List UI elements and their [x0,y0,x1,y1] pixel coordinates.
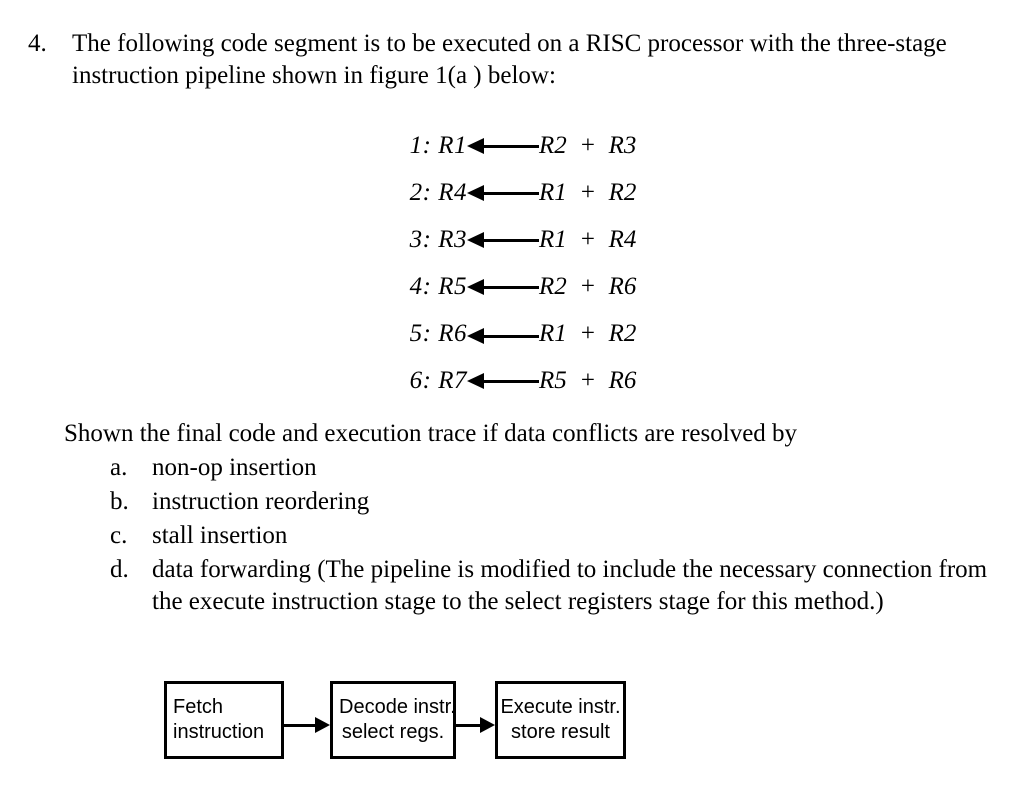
arrow-right-icon [284,716,330,736]
code-line: 6: R7 R5 + R6 [0,357,1024,404]
list-item-letter: d. [110,556,129,583]
pipeline-stage-execute: Execute instr. store result [495,681,626,759]
code-destination: 4: R5 [409,272,467,300]
list-item: b. instruction reordering [110,486,1000,518]
list-item: a. non-op insertion [110,452,1000,484]
code-expression: R2 + R3 [539,131,637,159]
code-destination: 2: R4 [409,178,467,206]
list-item-label: instruction reordering [152,488,370,515]
left-arrow-icon [467,136,539,156]
answer-list: a. non-op insertion b. instruction reord… [110,452,1000,620]
code-line: 5: R6 R1 + R2 [0,310,1024,357]
question-text: The following code segment is to be exec… [72,30,947,89]
code-line: 2: R4 R1 + R2 [0,169,1024,216]
pipeline-diagram: Fetch instruction Decode instr. select r… [164,681,634,771]
stage-label-line1: Execute instr. [500,696,621,718]
left-arrow-icon [467,371,539,391]
code-destination: 3: R3 [409,225,467,253]
code-expression: R1 + R4 [539,225,637,253]
code-line: 4: R5 R2 + R6 [0,263,1024,310]
list-item-label: stall insertion [152,522,288,549]
left-arrow-icon [467,183,539,203]
code-line: 3: R3 R1 + R4 [0,216,1024,263]
pipeline-stage-fetch: Fetch instruction [164,681,284,759]
code-line: 1: R1 R2 + R3 [0,122,1024,169]
list-item: d. data forwarding (The pipeline is modi… [110,554,1000,618]
question-block: 4. The following code segment is to be e… [28,28,1003,92]
stage-label-line1: Fetch [173,696,224,718]
code-destination: 1: R1 [409,131,467,159]
code-destination: 5: R6 [409,319,467,347]
list-item-label: non-op insertion [152,454,317,481]
stage-label-line1: Decode instr. [339,696,456,718]
code-expression: R5 + R6 [539,366,637,394]
list-item: c. stall insertion [110,520,1000,552]
list-item-letter: c. [110,522,128,549]
question-number: 4. [28,30,47,57]
code-destination: 6: R7 [409,366,467,394]
left-arrow-icon [467,324,539,344]
code-segment: 1: R1 R2 + R3 2: R4 R1 + R2 3: R3 R1 + R… [0,122,1024,404]
list-item-letter: b. [110,488,129,515]
pipeline-stage-decode: Decode instr. select regs. [330,681,456,759]
arrow-right-icon [456,716,495,736]
list-item-letter: a. [110,454,128,481]
prompt-text: Shown the final code and execution trace… [64,420,798,447]
left-arrow-icon [467,230,539,250]
code-expression: R1 + R2 [539,178,637,206]
left-arrow-icon [467,277,539,297]
stage-label-line2: select regs. [341,721,445,743]
stage-label-line2: instruction [173,721,265,743]
list-item-label: data forwarding (The pipeline is modifie… [152,556,988,615]
stage-label-line2: store result [511,721,610,743]
code-expression: R2 + R6 [539,272,637,300]
code-expression: R1 + R2 [539,319,637,347]
